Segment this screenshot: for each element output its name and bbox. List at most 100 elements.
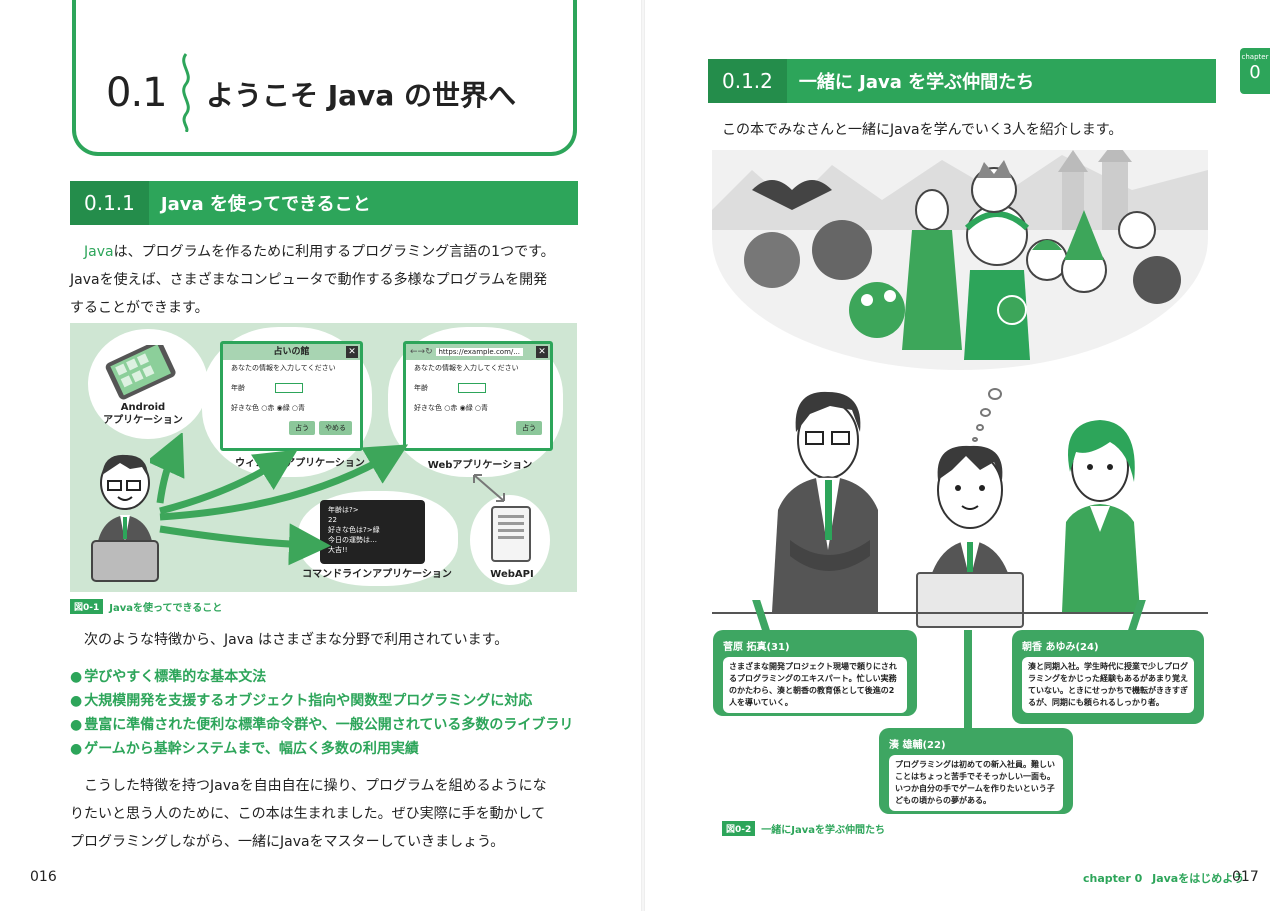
squiggle-divider-icon [182,53,190,132]
closing-line-2: りたいと思う人のために、この本は生まれました。ぜひ実際に手を動かして [70,806,546,822]
page-number-right: 017 [1232,869,1259,885]
page-number-left: 016 [30,869,57,885]
radio-green: 緑 [282,404,290,412]
closing-line-1: こうした特徴を持つJavaを自由自在に操り、プログラムを組めるようにな [84,778,547,794]
terminal-line: 今日の運勢は… [328,536,377,544]
intro-line-1: は、プログラムを作るために利用するプログラミング言語の1つです。 [113,244,555,260]
profile-name: 朝香 あゆみ(24) [1022,638,1194,653]
thought-bubble-dot [972,437,978,442]
desk-line [712,612,1208,614]
window-app-title: 占いの館 [273,347,310,357]
asaka-illustration [1062,420,1140,612]
fortune-button: 占う [289,421,315,435]
chapter-title: ようこそ Java の世界へ [206,79,516,112]
profile-description: 湊と同期入社。学生時代に授業で少しプログラミングをかじった経験もあるがあまり覚え… [1028,661,1188,709]
chapter-tab-number: 0 [1249,62,1261,83]
browser-url: https://example.com/... [435,348,523,356]
radio-green: 緑 [465,404,473,412]
page-gutter [641,0,645,911]
figure-caption-0-2: 図0-2 一緒にJavaを学ぶ仲間たち [722,821,885,836]
terminal-line: 年齢は?> [328,506,359,514]
section-title: Java を使ってできること [160,194,371,215]
footer-title: Javaをはじめよう [1152,872,1245,885]
profile-name: 湊 雄輔(22) [889,736,1063,751]
feature-item: ゲームから基幹システムまで、幅広く多数の利用実績 [70,737,580,761]
profile-pointer [964,630,972,740]
intro-line-2: Javaを使えば、さまざまなコンピュータで動作する多様なプログラムを開発 [70,272,548,288]
quit-button: やめる [319,421,352,435]
figure-tag: 図0-2 [722,821,756,836]
fantasy-characters-icon [712,150,1208,360]
close-icon: ✕ [536,346,548,358]
caption-text: 一緒にJavaを学ぶ仲間たち [761,825,886,836]
section-title: 一緒に Java を学ぶ仲間たち [798,72,1035,93]
web-app-mock: ←→↻ https://example.com/... ✕ あなたの情報を入力して… [403,341,553,451]
sugawara-illustration [772,391,878,612]
thought-bubble-dot [988,388,1002,400]
radio-red: 赤 [267,404,275,412]
figure-java-uses: Android アプリケーション 占いの館 ✕ あなたの情報を入力してください 年… [70,323,577,592]
web-app-label: Webアプリケーション [427,460,533,471]
chapter-number: 0.1 [106,70,168,116]
radio-blue: 青 [481,404,489,412]
webapi-label: WebAPI [490,569,534,580]
radio-red: 赤 [450,404,458,412]
intro-paragraph: Javaは、プログラムを作るために利用するプログラミング言語の1つです。 Jav… [70,238,580,322]
arrows-to-targets [150,433,409,566]
feature-item: 豊富に準備された便利な標準命令群や、一般公開されている多数のライブラリ [70,713,580,737]
profile-description: プログラミングは初めての新入社員。難しいことはちょっと苦手でそそっかしい一面も。… [895,759,1057,807]
terminal-line: 好きな色は?>緑 [328,526,380,534]
caption-text: Javaを使ってできること [109,603,223,614]
profile-sugawara: 菅原 拓真(31) さまざまな開発プロジェクト現場で頼りにされるプログラミングの… [713,630,917,716]
feature-list: 学びやすく標準的な基本文法 大規模開発を支援するオブジェクト指向や関数型プログラ… [70,665,580,761]
section-number: 0.1.2 [708,59,787,103]
figure-caption-0-1: 図0-1 Javaを使ってできること [70,599,222,614]
profile-minato: 湊 雄輔(22) プログラミングは初めての新入社員。難しいことはちょっと苦手でそ… [879,728,1073,814]
closing-paragraph: こうした特徴を持つJavaを自由自在に操り、プログラムを組めるようにな りたいと… [70,772,580,856]
terminal-mock: 年齢は?> 22 好きな色は?>緑 今日の運勢は… 大吉!! [320,500,425,564]
profile-asaka: 朝香 あゆみ(24) 湊と同期入社。学生時代に授業で少しプログラミングをかじった… [1012,630,1204,724]
fortune-button: 占う [516,421,542,435]
age-label: 年齢 [231,384,245,392]
browser-nav-icon: ←→↻ [410,347,433,357]
profile-name: 菅原 拓真(31) [723,638,907,653]
laptop-icon [916,572,1024,628]
footer-chapter: chapter 0 [1083,872,1143,885]
close-icon: ✕ [346,346,358,358]
age-input [275,383,303,393]
closing-line-3: プログラミングしながら、一緒にJavaをマスターしていきましょう。 [70,834,505,850]
running-footer: chapter 0 Javaをはじめよう [1083,870,1244,886]
thought-bubble-dot [976,424,984,431]
terminal-line: 大吉!! [328,546,348,554]
age-label: 年齢 [414,384,428,392]
age-input [458,383,486,393]
fantasy-thought-illustration [712,150,1208,370]
color-label: 好きな色 [414,404,442,412]
window-app-label: ウィンドウアプリケーション [235,458,365,469]
chapter-heading-box: 0.1 ようこそ Java の世界へ [72,0,577,156]
browser-prompt: あなたの情報を入力してください [414,364,519,372]
android-app-label: Android アプリケーション [103,402,183,426]
companions-intro: この本でみなさんと一緒にJavaを学んでいく3人を紹介します。 [722,122,1123,138]
chapter-tab-word: chapter [1241,53,1269,61]
window-app-mock: 占いの館✕ あなたの情報を入力してください 年齢 好きな色 ○赤 ◉緑 ○青 占… [220,341,363,451]
intro-line-3: することができます。 [70,300,209,316]
terminal-line: 22 [328,516,337,524]
feature-item: 学びやすく標準的な基本文法 [70,665,580,689]
thought-bubble-dot [980,408,991,417]
radio-blue: 青 [298,404,306,412]
smartphone-icon [105,345,176,400]
section-number: 0.1.1 [70,181,149,225]
window-prompt: あなたの情報を入力してください [231,364,336,372]
programmer-illustration [91,454,159,582]
server-icon [491,506,531,562]
chapter-tab: chapter 0 [1240,48,1270,94]
feature-item: 大規模開発を支援するオブジェクト指向や関数型プログラミングに対応 [70,689,580,713]
java-keyword: Java [84,244,114,260]
section-heading-0-1-2: 0.1.2 一緒に Java を学ぶ仲間たち [708,59,1216,103]
double-arrow-icon [473,474,505,502]
cmd-app-label: コマンドラインアプリケーション [302,569,452,580]
features-lead: 次のような特徴から、Java はさまざまな分野で利用されています。 [84,632,509,648]
color-label: 好きな色 [231,404,259,412]
